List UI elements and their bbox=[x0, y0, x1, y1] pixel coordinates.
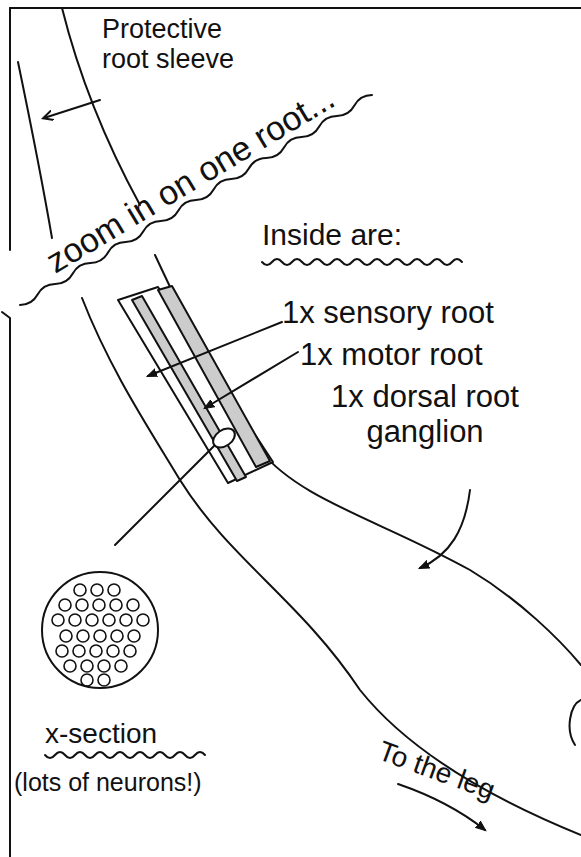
section-label: x-section bbox=[45, 718, 157, 749]
root-sleeve-line bbox=[18, 62, 52, 238]
zoom-wavy-line bbox=[20, 95, 372, 305]
part-label: 1x dorsal root ganglion bbox=[295, 380, 555, 449]
leader-line bbox=[115, 446, 214, 545]
wavy-underline bbox=[262, 259, 462, 265]
nerve-outline bbox=[570, 700, 581, 745]
motor-root-strip bbox=[158, 286, 270, 467]
leader-arrow bbox=[420, 490, 470, 568]
leader-arrow bbox=[205, 352, 298, 408]
heading-note: Inside are: bbox=[262, 218, 402, 252]
leader-arrow bbox=[148, 322, 282, 376]
part-label: Protective root sleeve bbox=[102, 14, 237, 74]
frame-line bbox=[10, 7, 581, 9]
root-cutaway bbox=[118, 287, 273, 483]
cross-section-circle bbox=[42, 572, 158, 688]
direction-label: To the leg bbox=[374, 735, 499, 806]
frame-line bbox=[9, 8, 11, 250]
leader-arrow bbox=[44, 100, 100, 118]
neuron-circles bbox=[52, 584, 149, 686]
part-label: 1x motor root bbox=[300, 338, 483, 373]
note-label: (lots of neurons!) bbox=[14, 768, 202, 796]
zoom-note: zoom in on one root... bbox=[0, 55, 380, 304]
part-label: 1x sensory root bbox=[282, 296, 494, 331]
wavy-underline bbox=[45, 752, 205, 758]
frame-line bbox=[2, 312, 10, 857]
